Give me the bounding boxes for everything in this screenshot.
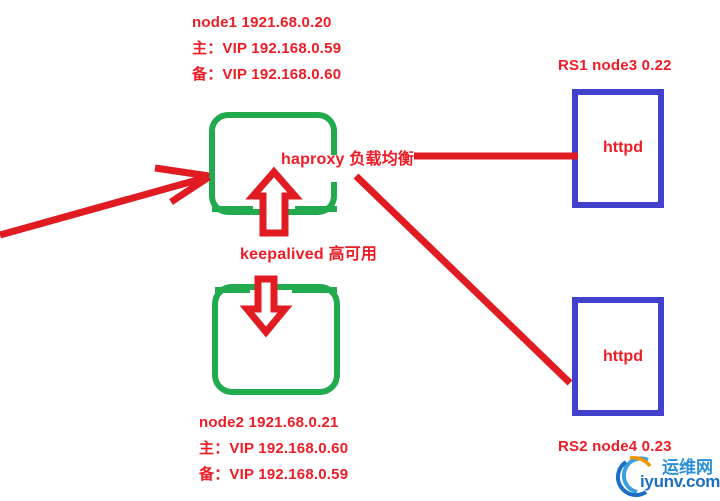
connector-haproxy-to-rs2	[353, 173, 573, 386]
watermark-url: iyunv.com	[640, 472, 720, 491]
node1-master-vip: 主：VIP 192.168.0.59	[192, 40, 342, 57]
watermark: 运维网 iyunv.com	[614, 452, 720, 499]
node1-annotation: node1 1921.68.0.20 主：VIP 192.168.0.59 备：…	[192, 10, 341, 88]
keepalived-heartbeat-link	[212, 206, 337, 293]
node2-backup-vip: 备：VIP 192.168.0.59	[199, 466, 349, 483]
node2-hostname: node2 1921.68.0.21	[199, 414, 339, 431]
watermark-site-name: 运维网	[662, 458, 713, 477]
keepalived-up-arrow	[245, 166, 303, 237]
rs1-service-label: httpd	[603, 139, 643, 156]
node2-master-vip: 主：VIP 192.168.0.60	[199, 440, 349, 457]
rs2-service-label: httpd	[603, 348, 643, 365]
node1-backup-vip: 备：VIP 192.168.0.60	[192, 66, 342, 83]
watermark-logo-icon	[616, 455, 652, 498]
rs2-httpd-box	[572, 297, 664, 416]
keepalived-label: keepalived 高可用	[240, 246, 378, 263]
node1-hostname: node1 1921.68.0.20	[192, 14, 332, 31]
rs2-label: RS2 node4 0.23	[558, 438, 672, 455]
haproxy-label: haproxy 负载均衡	[281, 151, 415, 168]
incoming-traffic-arrow	[0, 164, 211, 239]
rs1-label: RS1 node3 0.22	[558, 57, 672, 74]
node2-annotation: node2 1921.68.0.21 主：VIP 192.168.0.60 备：…	[199, 410, 348, 488]
keepalived-down-arrow	[239, 275, 293, 338]
rs1-httpd-box	[572, 89, 664, 208]
